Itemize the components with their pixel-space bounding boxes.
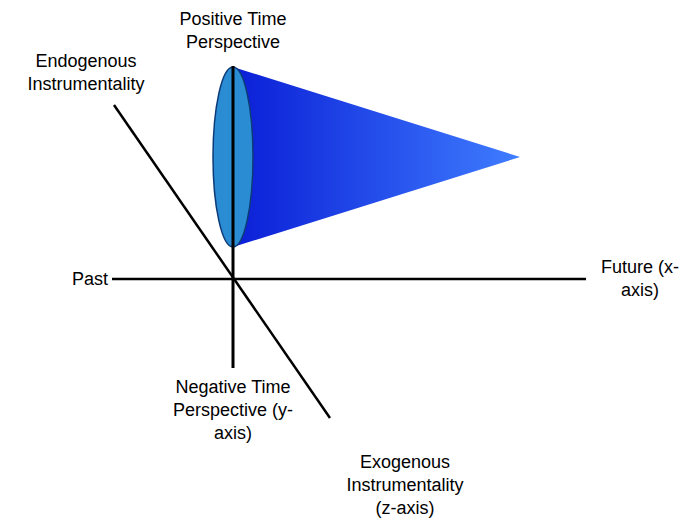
axis-label: Future (x-axis) xyxy=(598,256,682,302)
cone-body xyxy=(233,67,520,247)
axis-label: Exogenous Instrumentality (z-axis) xyxy=(342,451,468,520)
y-axis-line xyxy=(232,66,235,368)
axis-label: Negative Time Perspective (y-axis) xyxy=(160,376,306,445)
axis-label: Past xyxy=(48,268,108,291)
x-axis-line xyxy=(112,278,586,281)
axis-label: Positive Time Perspective xyxy=(162,8,304,54)
axis-label: Endogenous Instrumentality xyxy=(23,50,149,96)
